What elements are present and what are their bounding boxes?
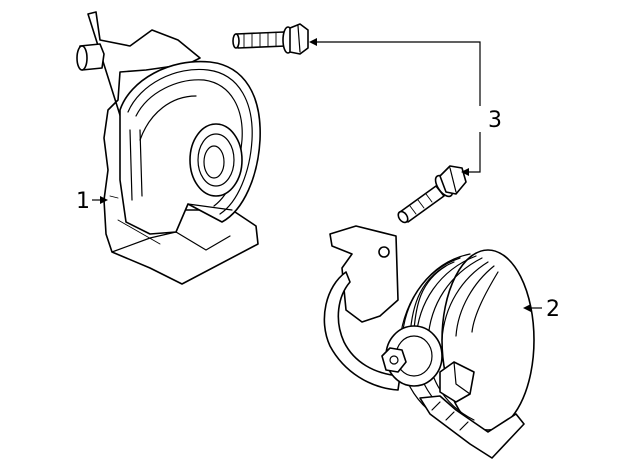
callout-1: 1 — [76, 189, 108, 214]
callout-label-2: 2 — [546, 297, 560, 322]
bolt-upper[interactable] — [232, 23, 309, 55]
leader-arrow-3-upper — [309, 38, 317, 46]
leader-arrow-3-lower — [461, 168, 469, 176]
leader-line-3-lower — [468, 132, 481, 173]
bolt-lower[interactable] — [396, 165, 467, 224]
horn-part-1[interactable] — [76, 11, 261, 285]
callout-2: 2 — [523, 297, 560, 322]
horn-part-2[interactable] — [323, 225, 535, 459]
leader-arrow-2 — [523, 304, 531, 312]
callout-label-3: 3 — [488, 108, 502, 133]
callout-3: 3 — [309, 38, 502, 176]
leader-arrow-1 — [100, 196, 108, 204]
callout-label-1: 1 — [76, 189, 90, 214]
leader-line-3-upper — [316, 41, 481, 106]
